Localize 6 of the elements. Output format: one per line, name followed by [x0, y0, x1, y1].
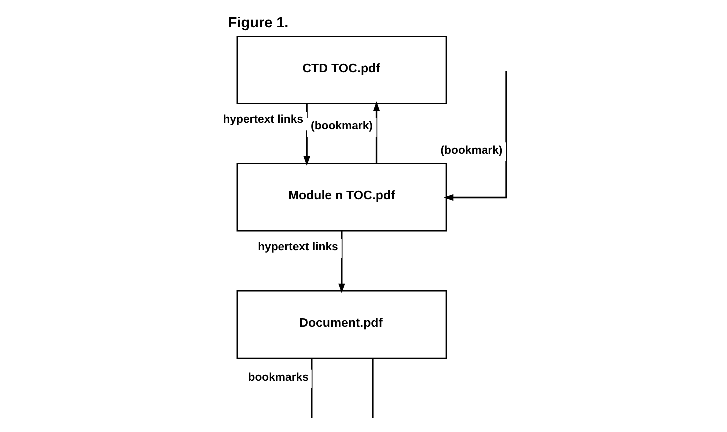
edge-label: hypertext links	[258, 242, 338, 254]
edge-label: (bookmark)	[311, 120, 373, 133]
diagram-title: Figure 1.	[228, 15, 289, 32]
edge-label: hypertext links	[223, 114, 304, 126]
edge-label: (bookmark)	[440, 144, 503, 157]
edge-label: bookmarks	[248, 372, 309, 384]
